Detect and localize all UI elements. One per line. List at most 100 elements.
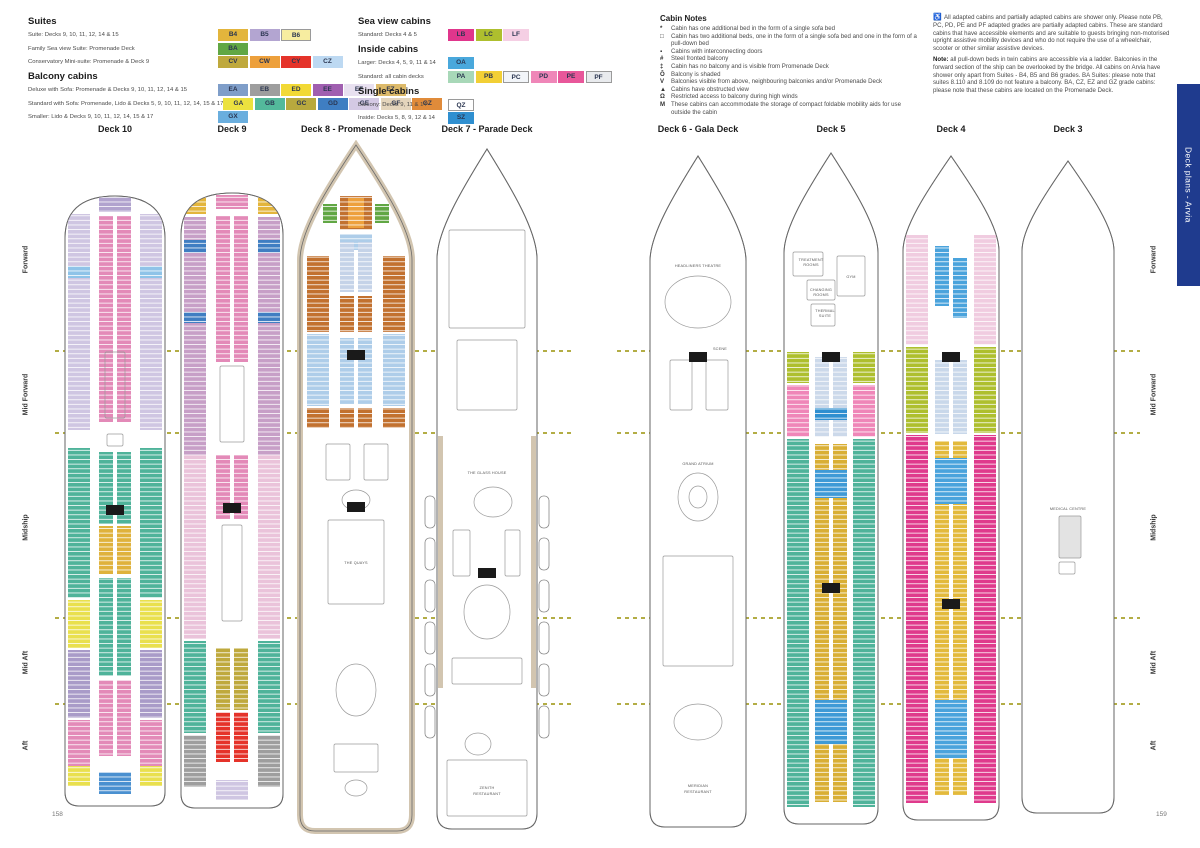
cabin-note-item: ▪Cabins with interconnecting doors [660, 48, 918, 56]
legend-swatch-CW: CW [249, 56, 280, 69]
legend-swatch-SZ: SZ [448, 112, 474, 125]
venue-label: RESTAURANT [684, 790, 712, 794]
legend-swatch-PE: PE [558, 70, 584, 83]
legend-title: Suites [28, 16, 57, 27]
cabin-note-symbol: Ω [660, 93, 665, 101]
legend-swatch-GA: GA [223, 97, 254, 110]
legend-swatches: BA [218, 42, 248, 55]
legend-swatches: QZ [448, 98, 474, 111]
legend-swatch-GX: GX [218, 111, 248, 124]
legend-row: Conservatory Mini-suite: Promenade & Dec… [28, 56, 448, 70]
legend-swatch-LC: LC [475, 29, 502, 42]
legend-swatch-OA: OA [448, 57, 474, 70]
cabin-notes-list: * Cabin has one additional bed in the for… [660, 25, 918, 116]
legend-swatch-PC: PC [503, 70, 529, 83]
legend-row-label: Suite: Decks 9, 10, 11, 12, 14 & 15 [28, 32, 119, 39]
venue-label: SUITE [819, 314, 831, 318]
legend-swatch-B5: B5 [249, 29, 280, 42]
cabin-note-item: ▲Cabins have obstructed view [660, 86, 918, 94]
legend-swatches: SZ [448, 112, 474, 125]
legend-row-label: Conservatory Mini-suite: Promenade & Dec… [28, 59, 150, 66]
venue-label: ROOMS [813, 293, 829, 297]
legend-swatch-B6: B6 [281, 29, 311, 42]
legend-title: Sea view cabins [358, 16, 431, 27]
legend-title: Inside cabins [358, 44, 419, 55]
legend-row: Standard with Sofa: Promenade, Lido & De… [28, 97, 448, 111]
venue-label: ROOMS [803, 263, 819, 267]
cabin-note-text: Restricted access to balcony during high… [671, 93, 798, 101]
legend-row: Balcony: Decks 9, 11 & 14 QZ [358, 98, 628, 112]
legend-swatches: OA [448, 57, 474, 70]
legend-row-label: Smaller: Lido & Decks 9, 10, 11, 12, 14,… [28, 114, 154, 121]
deck-header-7: Deck 7 - Parade Deck [441, 124, 533, 134]
venue-label: THE GLASS HOUSE [468, 471, 507, 475]
legend-swatch-QZ: QZ [448, 98, 474, 111]
deck-plan-10 [64, 195, 166, 807]
legend-swatch-EZ: EZ [375, 84, 406, 97]
cabin-note-symbol: * [660, 25, 663, 32]
legend-swatch-GZ: GZ [412, 97, 443, 110]
cabin-note-item: #Steel fronted balcony [660, 55, 918, 63]
legend-row: Larger: Decks 4, 5, 9, 11 & 14 OA [358, 57, 628, 71]
legend-row-label: Standard with Sofa: Promenade, Lido & De… [28, 100, 224, 107]
venue-label: CHANGING [810, 288, 832, 292]
legend-row-label: Family Sea view Suite: Promenade Deck [28, 45, 135, 52]
deck-plan-9 [180, 192, 284, 809]
legend-swatch-EB: EB [249, 84, 280, 97]
deck-header-6: Deck 6 - Gala Deck [657, 124, 739, 134]
legend-swatch-EE: EE [312, 84, 343, 97]
venue-label: THE QUAYS [344, 561, 368, 565]
legend-swatch-PF: PF [585, 70, 612, 83]
legend-row-label: Standard: Decks 4 & 5 [358, 32, 417, 39]
venue-label: HEADLINERS THEATRE [675, 264, 722, 268]
page-number-right: 159 [1156, 811, 1167, 818]
legend-swatch-ED: ED [281, 84, 311, 97]
legend-row-label: Larger: Decks 4, 5, 9, 11 & 14 [358, 60, 436, 67]
legend-swatch-CZ: CZ [312, 56, 343, 69]
deck-plan-8: THE QUAYS [297, 140, 415, 834]
chapter-tab: Deck plans - Arvia [1177, 84, 1200, 286]
cabin-note-symbol: ‡ [660, 62, 664, 70]
legend-swatch-GC: GC [286, 97, 317, 110]
cabin-note-item: ‡ Cabin has no balcony and is visible fro… [660, 63, 918, 71]
venue-label: GRAND ATRIUM [682, 462, 713, 466]
cabin-note-symbol: □ [660, 32, 664, 40]
venue-label: TREATMENT [799, 258, 824, 262]
deck-plan-5: TREATMENTROOMSGYMCHANGINGROOMSTHERMALSUI… [783, 152, 879, 825]
cabin-note-text: Steel fronted balcony [671, 55, 729, 63]
section-label-mid-forward: Mid Forward [1150, 373, 1158, 416]
section-label-forward: Forward [1150, 245, 1158, 274]
legend-row-label: Balcony: Decks 9, 11 & 14 [358, 101, 427, 108]
deck-header-8: Deck 8 - Promenade Deck [300, 124, 412, 134]
cabin-note-item: Ω Restricted access to balcony during hig… [660, 93, 918, 101]
cabin-note-text: Cabin has one additional bed in the form… [671, 25, 835, 32]
page-number-left: 158 [52, 811, 63, 818]
cabin-notes-title: Cabin Notes [660, 14, 707, 23]
cabin-note-symbol: M [660, 100, 666, 108]
venue-label: RESTAURANT [473, 792, 501, 796]
chapter-tab-label: Deck plans - Arvia [1183, 147, 1194, 223]
deck-plan-4 [902, 155, 1000, 821]
deck-plan-3: MEDICAL CENTRE [1021, 160, 1115, 814]
legend-swatch-GD: GD [317, 97, 348, 110]
venue-label: SCENE [713, 347, 727, 351]
section-label-aft: Aft [1150, 740, 1158, 751]
legend-swatch-PA: PA [448, 70, 474, 83]
deck-header-3: Deck 3 [1053, 124, 1083, 134]
venue-label: MEDICAL CENTRE [1050, 507, 1086, 511]
cabin-note-text: Cabin has no balcony and is visible from… [671, 62, 829, 70]
cabin-note-item: □Cabin has two additional beds, one in t… [660, 33, 918, 48]
